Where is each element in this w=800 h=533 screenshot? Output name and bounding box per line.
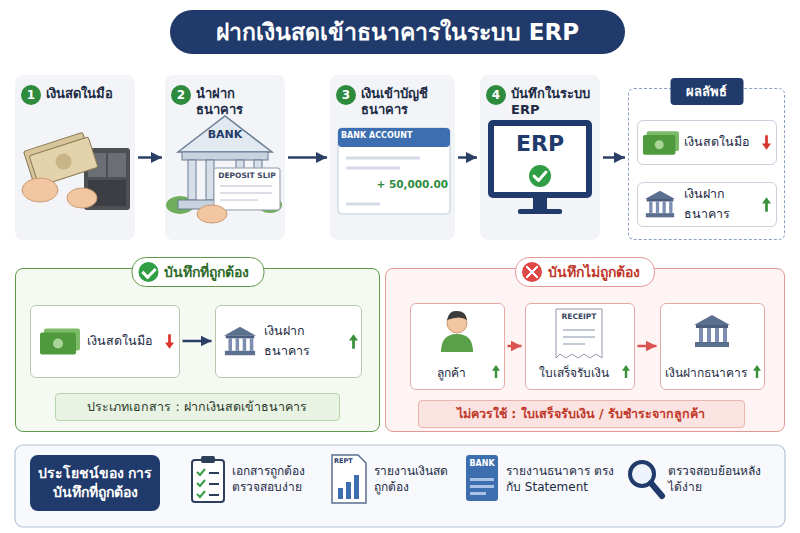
flow-box: เงินฝากธนาคาร [660, 303, 765, 390]
step-panel: 3เงินเข้าบัญชีธนาคาร [330, 75, 455, 240]
node-text: ลูกค้า [437, 363, 466, 382]
node-text: บันทึกในระบบ ERP [511, 85, 594, 119]
label: BANK [467, 459, 497, 468]
label: BANK [196, 128, 254, 141]
label: ตรวจสอบย้อนหลัง ได้ง่าย [668, 463, 778, 495]
flow-box: ลูกค้า [410, 303, 505, 390]
node-text: เงินสดในมือ [46, 85, 113, 102]
title: ฝากเงินสดเข้าธนาคารในระบบ ERP [170, 10, 625, 54]
node-text: ไม่ควรใช้ : ใบเสร็จรับเงิน / รับชำระจากล… [457, 404, 705, 424]
node-text: เงินสดในมือ [684, 132, 750, 152]
account-box: เงินสดในมือ [30, 305, 180, 378]
step-number: 2 [171, 85, 191, 105]
node-text: ประโยชน์ของ การบันทึกที่ถูกต้อง [34, 464, 156, 502]
node-text: บันทึกไม่ถูกต้อง [515, 257, 655, 287]
label: DEPOSIT SLIP [216, 171, 278, 180]
flow-arrow [508, 345, 522, 348]
step-number: 4 [486, 85, 506, 105]
flow-arrow [603, 156, 625, 159]
flow-arrow [638, 345, 657, 348]
flow-arrow [458, 156, 477, 159]
step-panel: 1 เงินสดในมือ [15, 75, 135, 240]
flow-arrow [183, 340, 212, 343]
node-text: เงินเข้าบัญชีธนาคาร [361, 85, 449, 119]
node-text: ใบเสร็จรับเงิน [539, 363, 609, 382]
account-box: เงินฝากธนาคาร [215, 305, 362, 378]
label: ERP [500, 131, 580, 156]
step-panel: 4บันทึกในระบบ ERP [480, 75, 600, 240]
result-box: เงินสดในมือ [637, 120, 777, 165]
node-text: ประเภทเอกสาร : ฝากเงินสดเข้าธนาคาร [87, 397, 306, 417]
node-text: เงินฝากธนาคาร [264, 321, 345, 361]
label: รายงานธนาคาร ตรงกับ Statement [506, 463, 618, 495]
label: เอกสารถูกต้อง ตรวจสอบง่าย [232, 463, 322, 495]
node-text: เงินฝากธนาคาร [684, 184, 754, 224]
label: RECEIPT [556, 312, 602, 321]
node-text: นำฝากธนาคาร [196, 85, 279, 119]
label: REPT [334, 457, 360, 465]
warning-box: ไม่ควรใช้ : ใบเสร็จรับเงิน / รับชำระจากล… [418, 400, 745, 428]
node-text: เงินสดในมือ [87, 331, 153, 351]
step-panel: 2นำฝากธนาคาร [165, 75, 285, 240]
label: รายงานเงินสด ถูกต้อง [374, 463, 459, 495]
node-text: เงินฝากธนาคาร [665, 363, 747, 382]
benefit-heading: ประโยชน์ของ การบันทึกที่ถูกต้อง [30, 455, 160, 511]
document-type-box: ประเภทเอกสาร : ฝากเงินสดเข้าธนาคาร [55, 393, 340, 421]
incorrect-panel: ลูกค้า ใบเสร็จรับเงิน เงินฝากธนาคารไม่ควรใ… [385, 268, 785, 432]
step-number: 1 [21, 85, 41, 105]
label: BANK ACCOUNT [341, 131, 447, 140]
correct-panel: เงินสดในมือ เงินฝากธนาคารประเภทเอกสาร : ฝ… [15, 268, 380, 432]
result-box: เงินฝากธนาคาร [637, 182, 777, 227]
label: + 50,000.00 [370, 178, 448, 190]
node-text: ผลลัพธ์ [670, 78, 743, 105]
node-text: บันทึกที่ถูกต้อง [131, 257, 264, 287]
flow-arrow [288, 156, 327, 159]
result-group: เงินสดในมือเงินฝากธนาคารผลลัพธ์ [628, 88, 785, 240]
step-number: 3 [336, 85, 356, 105]
flow-arrow [138, 156, 162, 159]
